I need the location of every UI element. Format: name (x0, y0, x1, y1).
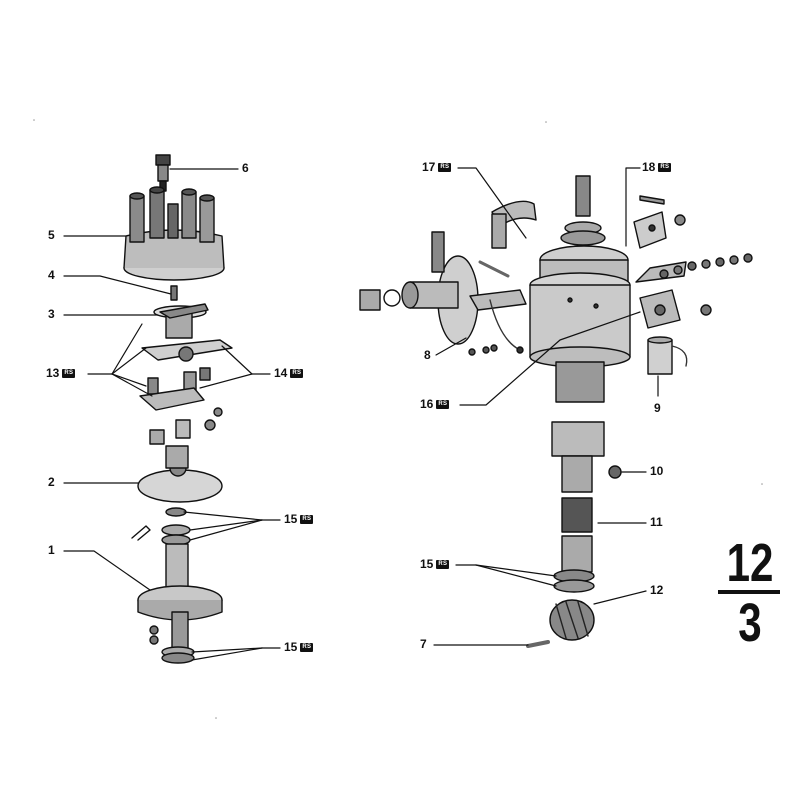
callout-10: 10 (650, 465, 663, 477)
callout-2: 2 (48, 476, 55, 488)
part-12-drive-gear (549, 599, 595, 641)
sheet-number-minor: 3 (738, 593, 762, 653)
callout-number: 4 (48, 268, 55, 282)
callout-number: 15 (420, 557, 434, 571)
callout-16: 16 RS (420, 397, 450, 411)
callout-number: 13 (46, 366, 60, 380)
callout-number: 14 (274, 366, 288, 380)
lower-shaft (553, 535, 595, 593)
callout-11: 11 (650, 516, 663, 528)
callout-number: 16 (420, 397, 434, 411)
sheet-number-major: 12 (726, 533, 774, 593)
callout-15-lower: 15 RS (284, 640, 314, 654)
callout-number: 6 (242, 161, 249, 175)
callout-6: 6 (242, 162, 249, 174)
callout-number: 1 (48, 543, 55, 557)
callout-number: 15 (284, 640, 298, 654)
callout-1: 1 (48, 544, 55, 556)
part-11-spring (561, 497, 593, 533)
part-4-rod (170, 285, 178, 301)
sheet-number-rule (718, 590, 780, 594)
condenser-clamp (639, 289, 712, 329)
callout-number: 17 (422, 160, 436, 174)
callout-number: 5 (48, 228, 55, 242)
leader-lines (63, 167, 659, 661)
part-6-contact (155, 154, 171, 192)
part-9-condenser (647, 336, 688, 375)
right-distributor-assembly (359, 175, 753, 648)
part-10-nut (608, 465, 622, 479)
callout-number: 11 (650, 515, 663, 529)
callout-5: 5 (48, 229, 55, 241)
washers-row (659, 253, 753, 279)
part-15-washers-upper (131, 507, 191, 546)
callout-15-right: 15 RS (420, 557, 450, 571)
callout-number: 10 (650, 464, 664, 478)
callout-18: 18 RS (642, 160, 672, 174)
callout-9: 9 (654, 402, 661, 414)
callout-15-upper: 15 RS (284, 512, 314, 526)
part-15-washers-lower (161, 646, 195, 664)
drive-shaft (551, 361, 605, 493)
part-8-vacuum-unit (359, 231, 527, 356)
rs-badge: RS (300, 514, 314, 524)
callout-17: 17 RS (422, 160, 452, 174)
rs-badge: RS (62, 368, 76, 378)
rs-badge: RS (436, 559, 450, 569)
part-13-14-breaker-parts (139, 339, 233, 445)
rs-badge: RS (658, 162, 672, 172)
callout-number: 2 (48, 475, 55, 489)
callout-12: 12 (650, 584, 663, 596)
callout-number: 7 (420, 637, 427, 651)
part-5-distributor-cap (123, 186, 225, 281)
print-specks (33, 119, 763, 719)
rs-badge: RS (438, 162, 452, 172)
callout-number: 18 (642, 160, 656, 174)
part-1-distributor-body (137, 543, 223, 657)
callout-4: 4 (48, 269, 55, 281)
rs-badge: RS (290, 368, 304, 378)
callout-number: 12 (650, 583, 664, 597)
rs-badge: RS (300, 642, 314, 652)
left-distributor-assembly (123, 154, 233, 664)
part-17-strap (478, 200, 537, 278)
callout-8: 8 (424, 349, 431, 361)
callout-14: 14 RS (274, 366, 304, 380)
callout-number: 3 (48, 307, 55, 321)
callout-number: 8 (424, 348, 431, 362)
callout-number: 9 (654, 401, 661, 415)
part-2-base-plate (137, 445, 223, 503)
rs-badge: RS (436, 399, 450, 409)
callout-number: 15 (284, 512, 298, 526)
part-7-pin (526, 640, 550, 648)
callout-13: 13 RS (46, 366, 76, 380)
drive-blade (560, 175, 606, 246)
part-3-rotor (153, 303, 209, 339)
callout-3: 3 (48, 308, 55, 320)
callout-7: 7 (420, 638, 427, 650)
